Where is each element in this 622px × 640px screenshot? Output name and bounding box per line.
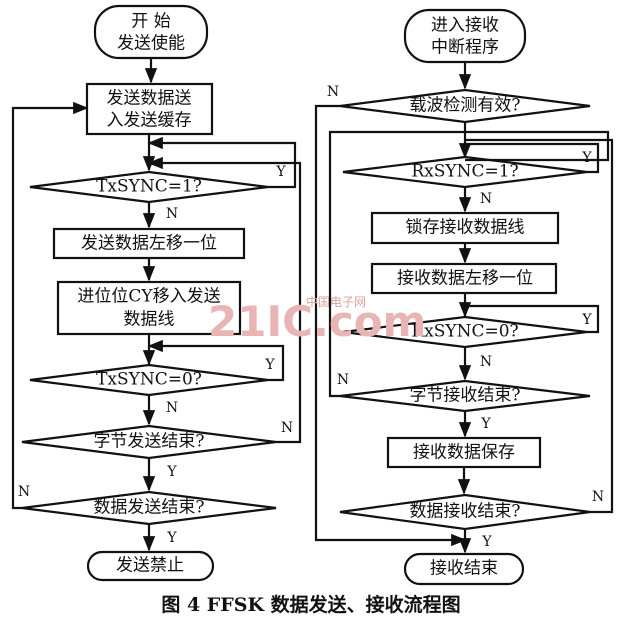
recv-shift-box [370, 262, 558, 295]
figure-caption: 图 4 FFSK 数据发送、接收流程图 [161, 594, 461, 616]
send-txsync1-no: N [166, 206, 178, 222]
recv-end-label: 接收结束 [430, 559, 498, 579]
recv-byte-done-no: N [337, 372, 349, 388]
recv-data-done-no: N [592, 489, 604, 505]
send-end-label: 发送禁止 [116, 556, 184, 576]
send-carry-label-1: 进位位CY移入发送 [77, 287, 220, 307]
recv-rxsync1-no: N [480, 191, 492, 207]
recv-rxsync0-label: RxSYNC=0? [411, 322, 518, 342]
recv-data-done-yes: Y [481, 534, 492, 550]
send-data-done-decision [21, 490, 277, 526]
recv-byte-done-yes: Y [480, 416, 491, 432]
recv-carrier-no: N [327, 84, 339, 100]
send-shift-left-label: 发送数据左移一位 [81, 234, 217, 254]
recv-save-label: 接收数据保存 [413, 443, 515, 463]
send-txsync0-no: N [166, 400, 178, 416]
send-start-label-2: 发送使能 [117, 33, 185, 54]
send-end-terminal [86, 550, 215, 582]
send-byte-done-label: 字节发送结束? [93, 432, 204, 452]
recv-carrier-decision [339, 88, 591, 124]
recv-rxsync0-no: N [480, 354, 492, 370]
recv-end-terminal [403, 552, 525, 586]
watermark-logo: 21IC.com [208, 297, 426, 346]
send-txsync1-yes: Y [275, 164, 286, 180]
recv-rxsync1-label: RxSYNC=1? [411, 162, 518, 182]
send-byte-done-no: N [281, 420, 293, 436]
send-txsync1-label: TxSYNC=1? [96, 177, 202, 197]
recv-latch-label: 锁存接收数据线 [406, 218, 525, 238]
recv-byte-done-label: 字节接收结束? [409, 386, 520, 406]
recv-data-done-label: 数据接收结束? [409, 502, 520, 522]
recv-rxsync1-yes: Y [581, 150, 592, 166]
send-shift-left-box [52, 227, 246, 260]
recv-carrier-label: 载波检测有效? [409, 96, 520, 116]
send-load-buffer-box [85, 82, 214, 136]
recv-start-label-2: 中断程序 [431, 38, 499, 58]
send-carry-label-2: 数据线 [124, 310, 175, 330]
recv-latch-box [370, 211, 560, 245]
send-carry-box [56, 280, 242, 336]
send-data-done-label: 数据发送结束? [93, 498, 204, 518]
send-txsync0-label: TxSYNC=0? [96, 370, 202, 390]
recv-shift-label: 接收数据左移一位 [397, 269, 533, 289]
recv-byte-done-decision [339, 379, 591, 413]
send-load-buffer-label-1: 发送数据送 [107, 89, 192, 109]
send-data-done-no: N [18, 484, 30, 500]
send-txsync0-yes: Y [264, 357, 275, 373]
send-data-done-yes: Y [166, 530, 177, 546]
send-byte-done-yes: Y [166, 464, 177, 480]
send-start-label-1: 开 始 [131, 12, 170, 32]
watermark-subtitle: 中国电子网 [306, 294, 366, 309]
send-load-buffer-label-2: 入发送缓存 [107, 111, 192, 131]
recv-start-label-1: 进入接收 [431, 16, 499, 36]
recv-rxsync0-yes: Y [581, 312, 592, 328]
